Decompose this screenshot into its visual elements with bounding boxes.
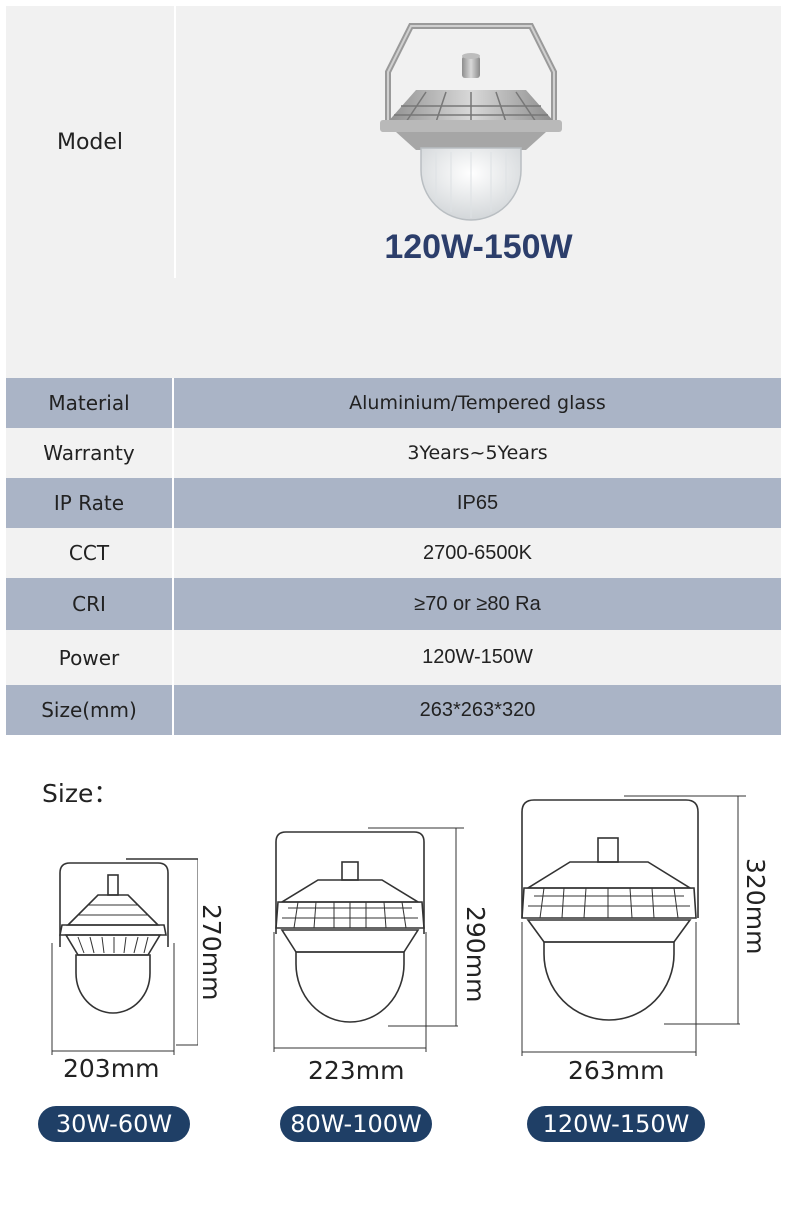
- spec-label: IP Rate: [6, 478, 174, 528]
- height-label-medium: 290mm: [461, 906, 490, 1003]
- spec-value: 2700-6500K: [423, 541, 532, 564]
- width-label-large: 263mm: [568, 1056, 665, 1085]
- power-badge-small: 30W-60W: [38, 1106, 190, 1142]
- spec-row-material: Material Aluminium/Tempered glass: [6, 378, 781, 428]
- spec-row-power: Power 120W-150W: [6, 630, 781, 685]
- spec-value: 120W-150W: [422, 646, 533, 668]
- spec-row-ip-rate: IP Rate IP65: [6, 478, 781, 528]
- spec-row-warranty: Warranty 3Years~5Years: [6, 428, 781, 478]
- power-badge-medium: 80W-100W: [280, 1106, 432, 1142]
- width-label-small: 203mm: [63, 1054, 160, 1083]
- spec-row-cri: CRI ≥70 or ≥80 Ra: [6, 578, 781, 630]
- model-label-cell: Model: [6, 6, 174, 278]
- spec-label: CCT: [6, 528, 174, 578]
- height-label-large: 320mm: [741, 858, 770, 955]
- spec-value: 263*263*320: [419, 698, 536, 721]
- lamp-drawing-small: [51, 858, 198, 1055]
- model-label: Model: [56, 129, 124, 155]
- spec-label: Power: [6, 630, 174, 685]
- lamp-drawing-medium: [273, 827, 464, 1052]
- spec-label: CRI: [6, 578, 174, 630]
- spec-row-cct: CCT 2700-6500K: [6, 528, 781, 578]
- spec-label: Warranty: [6, 428, 174, 478]
- width-label-medium: 223mm: [308, 1056, 405, 1085]
- model-block: Model: [6, 6, 781, 378]
- power-badge-large: 120W-150W: [527, 1106, 705, 1142]
- spec-label: Size(mm): [6, 685, 174, 735]
- spec-value: ≥70 or ≥80 Ra: [414, 592, 541, 615]
- model-divider: [174, 6, 176, 278]
- height-label-small: 270mm: [197, 904, 226, 1001]
- lamp-product-photo: [380, 23, 562, 221]
- spec-row-size: Size(mm) 263*263*320: [6, 685, 781, 735]
- spec-value: 3Years~5Years: [407, 442, 548, 464]
- spec-value: IP65: [456, 491, 499, 514]
- size-section-title: Size：: [42, 779, 119, 808]
- lamp-drawing-large: [521, 795, 746, 1056]
- spec-label: Material: [6, 378, 174, 428]
- spec-value: Aluminium/Tempered glass: [349, 392, 606, 414]
- model-name: 120W-150W: [384, 228, 573, 266]
- spec-table: Material Aluminium/Tempered glass Warran…: [6, 378, 781, 735]
